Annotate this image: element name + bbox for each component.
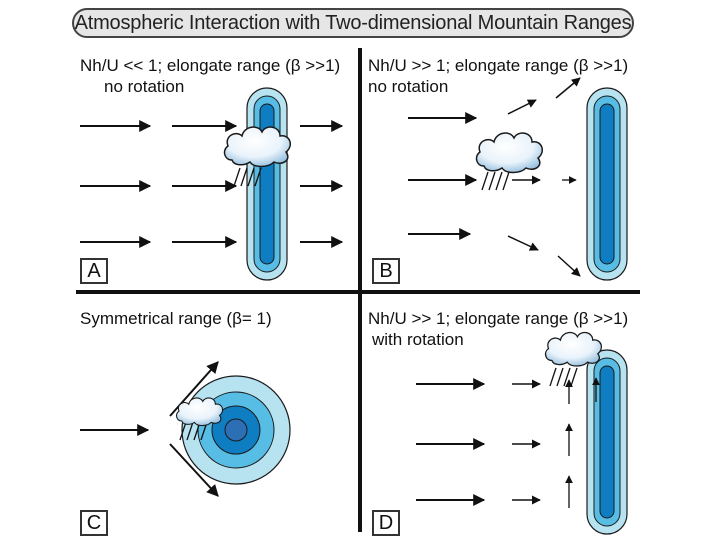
panel-b-letter: B	[372, 258, 400, 284]
panel-b-range	[586, 87, 628, 281]
panel-b-heading: Nh/U >> 1; elongate range (β >>1)	[368, 56, 629, 75]
panel-a-letter: A	[80, 258, 108, 284]
panel-a-range	[246, 87, 288, 281]
panel-b-cloud-icon	[475, 132, 544, 191]
panel-d-arrows	[416, 377, 600, 508]
panel-d-letter: D	[372, 510, 400, 536]
panel-a-sublabel: no rotation	[104, 77, 185, 96]
panel-a-letter-text: A	[87, 259, 101, 282]
panel-c-range	[181, 375, 291, 485]
panel-c-letter-text: C	[86, 511, 102, 534]
diagram-title: Atmospheric Interaction with Two-dimensi…	[72, 8, 634, 38]
panel-a-arrows	[80, 120, 344, 248]
panel-d-range	[586, 349, 628, 535]
panel-c-letter: C	[80, 510, 108, 536]
panel-b-arrows	[408, 77, 581, 277]
panel-d-heading: Nh/U >> 1; elongate range (β >>1)	[368, 309, 629, 328]
panel-b-sublabel: no rotation	[368, 77, 449, 96]
diagram-title-text: Atmospheric Interaction with Two-dimensi…	[74, 11, 632, 34]
panel-d-sublabel: with rotation	[372, 330, 464, 349]
panel-b-letter-text: B	[379, 259, 393, 282]
panel-c-heading: Symmetrical range (β= 1)	[80, 309, 272, 328]
panel-d-letter-text: D	[378, 511, 394, 534]
panel-a-heading: Nh/U << 1; elongate range (β >>1)	[80, 56, 341, 75]
